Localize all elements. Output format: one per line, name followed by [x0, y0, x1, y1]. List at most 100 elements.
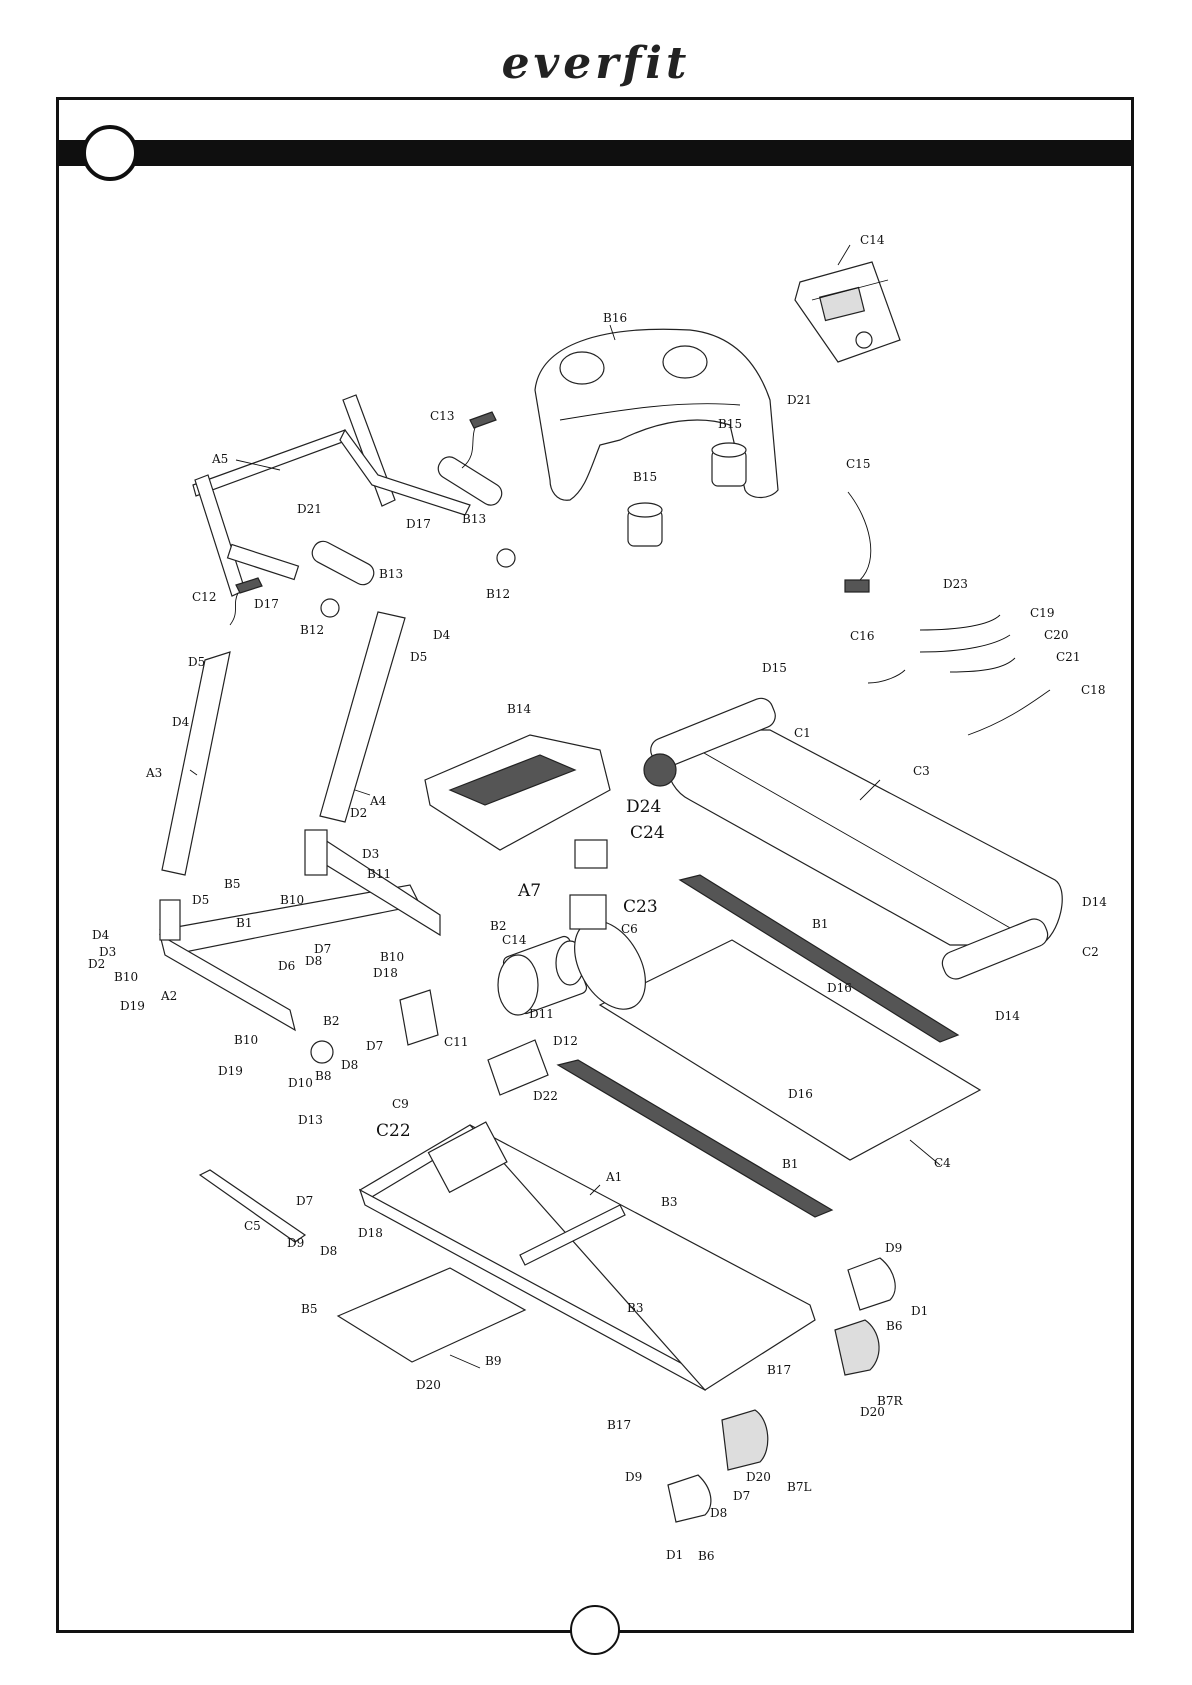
label-b5-bottom: B5 — [301, 1302, 317, 1316]
wire-part-c20 — [919, 634, 1011, 653]
rear-cap-part-b6-right — [847, 1257, 896, 1311]
label-c21: C21 — [1056, 650, 1080, 664]
label-b13-right: B13 — [462, 512, 486, 526]
handlebar-frame-part-b16 — [534, 328, 779, 501]
label-c5: C5 — [244, 1219, 261, 1233]
label-d13: D13 — [298, 1113, 323, 1127]
label-d5-left: D5 — [188, 655, 205, 669]
label-b10-c: B10 — [114, 970, 138, 984]
label-a5: A5 — [211, 452, 228, 466]
label-d3-left: D3 — [99, 945, 116, 959]
running-belt-part-c3 — [665, 729, 1063, 946]
motor-cover-part-b14 — [424, 734, 611, 851]
page-number-circle — [570, 1605, 620, 1655]
label-c6: C6 — [621, 922, 638, 936]
label-d20-right: D20 — [860, 1405, 885, 1419]
label-b14: B14 — [507, 702, 531, 716]
label-d19-a: D19 — [120, 999, 145, 1013]
label-d7-b: D7 — [366, 1039, 383, 1053]
rear-cap-part-b6-bottom — [667, 1474, 712, 1523]
rear-roller-part-c2 — [941, 918, 1049, 980]
label-b6-right: B6 — [886, 1319, 902, 1333]
label-d6: D6 — [278, 959, 295, 973]
motor-mount-bracket — [487, 1039, 549, 1096]
controller-part-c11 — [399, 989, 439, 1046]
label-b1-bottom: B1 — [782, 1157, 798, 1171]
label-d1-bottom: D1 — [666, 1548, 683, 1562]
label-d17-right: D17 — [406, 517, 431, 531]
label-d4-right: D4 — [433, 628, 451, 642]
roller-pulley — [643, 753, 677, 787]
end-cap-part-b7r — [834, 1319, 880, 1376]
hand-grip-part-b15-left — [627, 502, 663, 547]
brand-logo: everfit — [0, 38, 1192, 89]
step-number-circle — [82, 125, 138, 181]
brand-logo-text: everfit — [501, 38, 691, 89]
label-d8-d: D8 — [710, 1506, 727, 1520]
label-b11: B11 — [367, 867, 391, 881]
label-d14-bottom: D14 — [995, 1009, 1020, 1023]
label-d1-right: D1 — [911, 1304, 928, 1318]
label-b10-a: B10 — [280, 893, 304, 907]
grip-part-b13-right — [437, 456, 503, 506]
upright-part-a3 — [161, 651, 231, 876]
upper-frame-part-a5 — [192, 394, 471, 597]
label-d9-a: D9 — [287, 1236, 304, 1250]
grip-part-b13-left — [311, 540, 375, 586]
label-d10: D10 — [288, 1076, 313, 1090]
label-d22: D22 — [533, 1089, 558, 1103]
tray-part-b9 — [336, 1267, 527, 1363]
label-c22: C22 — [376, 1121, 411, 1141]
label-d9-bottom: D9 — [625, 1470, 642, 1484]
label-b6-bottom: B6 — [698, 1549, 714, 1563]
label-d4-mid: D4 — [92, 928, 110, 942]
label-b15-a: B15 — [718, 417, 742, 431]
step-header-bar — [56, 140, 1134, 166]
label-d8-c: D8 — [320, 1244, 337, 1258]
label-d18-bottom: D18 — [358, 1226, 383, 1240]
label-d7-c: D7 — [296, 1194, 313, 1208]
label-d21-left: D21 — [297, 502, 322, 516]
label-c3: C3 — [913, 764, 930, 778]
label-d21-top: D21 — [787, 393, 812, 407]
label-d2-left: D2 — [88, 957, 105, 971]
label-d16-top: D16 — [827, 981, 852, 995]
label-d7-d: D7 — [733, 1489, 750, 1503]
label-d8-b: D8 — [341, 1058, 358, 1072]
label-c9: C9 — [392, 1097, 409, 1111]
side-rail-part-b1-bottom — [556, 1059, 834, 1218]
label-d3-top: D3 — [362, 847, 379, 861]
hand-grip-part-b15-right — [711, 442, 747, 487]
label-c23: C23 — [623, 897, 658, 917]
label-b8: B8 — [315, 1069, 331, 1083]
label-b7l: B7L — [787, 1480, 811, 1494]
label-b3-bottom: B3 — [627, 1301, 643, 1315]
label-c14-mid: C14 — [502, 933, 527, 947]
label-d11: D11 — [529, 1007, 554, 1021]
label-c18: C18 — [1081, 683, 1105, 697]
wire-part-c21 — [949, 657, 1016, 673]
axle-part-c5 — [198, 1169, 307, 1243]
cap-part-b12-left — [320, 598, 340, 618]
console-part-c14 — [794, 261, 901, 363]
label-d5-mid: D5 — [192, 893, 209, 907]
end-cap-part-b7l — [721, 1409, 769, 1471]
label-d12: D12 — [553, 1034, 578, 1048]
label-d8-a: D8 — [305, 954, 322, 968]
safety-key-part-c15 — [844, 579, 870, 593]
base-frame-part-a2 — [159, 829, 441, 1032]
label-d4-left: D4 — [172, 715, 190, 729]
label-a3: A3 — [145, 766, 162, 780]
label-b9: B9 — [485, 1354, 501, 1368]
label-d7-a: D7 — [314, 942, 331, 956]
label-d20-left: D20 — [416, 1378, 441, 1392]
label-c14-top: C14 — [860, 233, 885, 247]
upright-part-a4 — [319, 611, 406, 823]
label-b12-left: B12 — [300, 623, 324, 637]
label-b13-left: B13 — [379, 567, 403, 581]
label-a2: A2 — [160, 989, 177, 1003]
transformer-part-c23 — [569, 894, 607, 930]
label-b2-bottom: B2 — [323, 1014, 339, 1028]
label-d23: D23 — [943, 577, 968, 591]
label-b17-bottom: B17 — [607, 1418, 631, 1432]
